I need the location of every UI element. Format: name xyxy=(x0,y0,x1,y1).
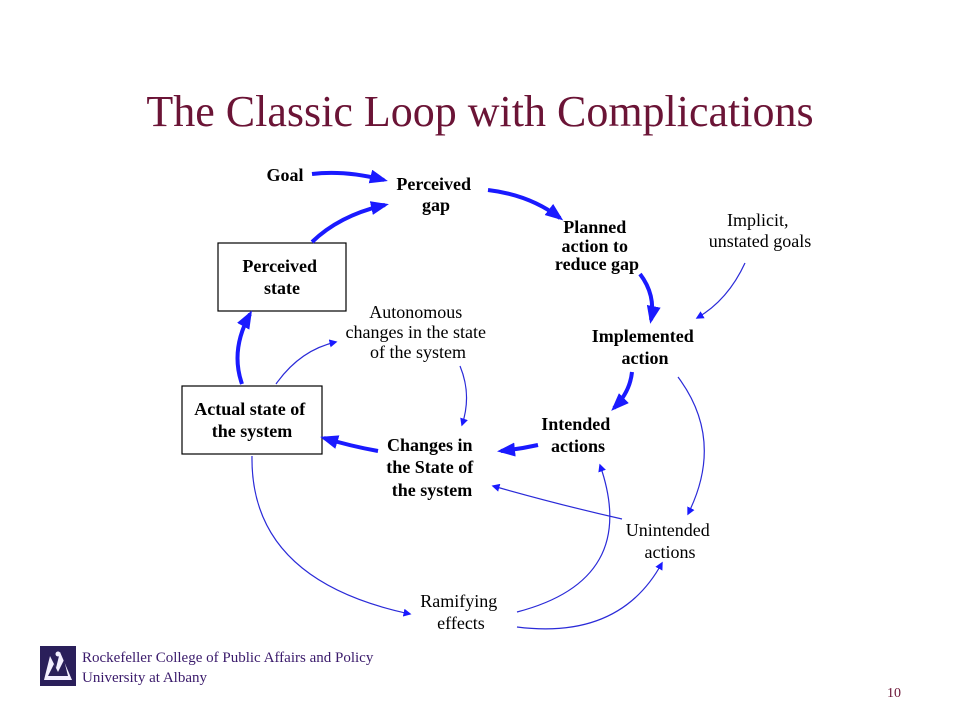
arrow-perceived-gap-to-planned-action xyxy=(487,188,564,221)
footer-college-name: Rockefeller College of Public Affairs an… xyxy=(82,650,374,666)
node-ramifying-effects: Ramifying effects xyxy=(420,591,502,633)
college-logo-icon xyxy=(40,646,76,686)
page-number: 10 xyxy=(887,686,901,701)
arrow-autonomous-to-changes xyxy=(459,365,468,427)
node-intended-actions: Intended actions xyxy=(541,414,615,456)
arrow-implicit-goals-to-implemented xyxy=(695,262,746,319)
node-implemented-action: Implemented action xyxy=(592,326,699,368)
arrow-ramifying-to-unintended xyxy=(516,561,663,630)
node-planned-action: Planned action to reduce gap xyxy=(555,217,639,274)
arrow-implemented-to-unintended xyxy=(677,376,705,516)
node-implicit-goals: Implicit, unstated goals xyxy=(709,210,811,251)
arrow-actual-state-to-autonomous xyxy=(275,339,338,385)
node-perceived-gap: Perceived gap xyxy=(396,174,475,215)
node-changes-state: Changes in the State of the system xyxy=(386,435,477,500)
slide-title: The Classic Loop with Complications xyxy=(146,87,814,136)
arrow-intended-to-changes xyxy=(497,442,539,457)
node-autonomous-changes: Autonomous changes in the state of the s… xyxy=(346,302,491,362)
arrow-actual-state-to-perceived-state xyxy=(235,310,252,385)
arrow-perceived-state-to-gap xyxy=(310,201,389,244)
arrow-planned-action-to-implemented xyxy=(638,272,661,324)
node-goal: Goal xyxy=(266,165,303,185)
arrow-changes-to-actual-state xyxy=(320,435,379,453)
arrow-goal-to-perceived-gap xyxy=(311,169,388,184)
arrow-ramifying-to-intended xyxy=(516,463,611,613)
node-actual-state: Actual state of the system xyxy=(194,399,309,441)
footer-university-name: University at Albany xyxy=(82,670,207,686)
node-unintended-actions: Unintended actions xyxy=(626,520,714,562)
arrow-actual-state-to-ramifying xyxy=(251,455,412,617)
arrow-implemented-to-intended xyxy=(611,371,634,411)
actual-state-box xyxy=(181,385,323,455)
node-perceived-state: Perceived state xyxy=(242,256,321,298)
perceived-state-box xyxy=(217,242,347,312)
arrow-unintended-to-changes xyxy=(491,483,623,520)
